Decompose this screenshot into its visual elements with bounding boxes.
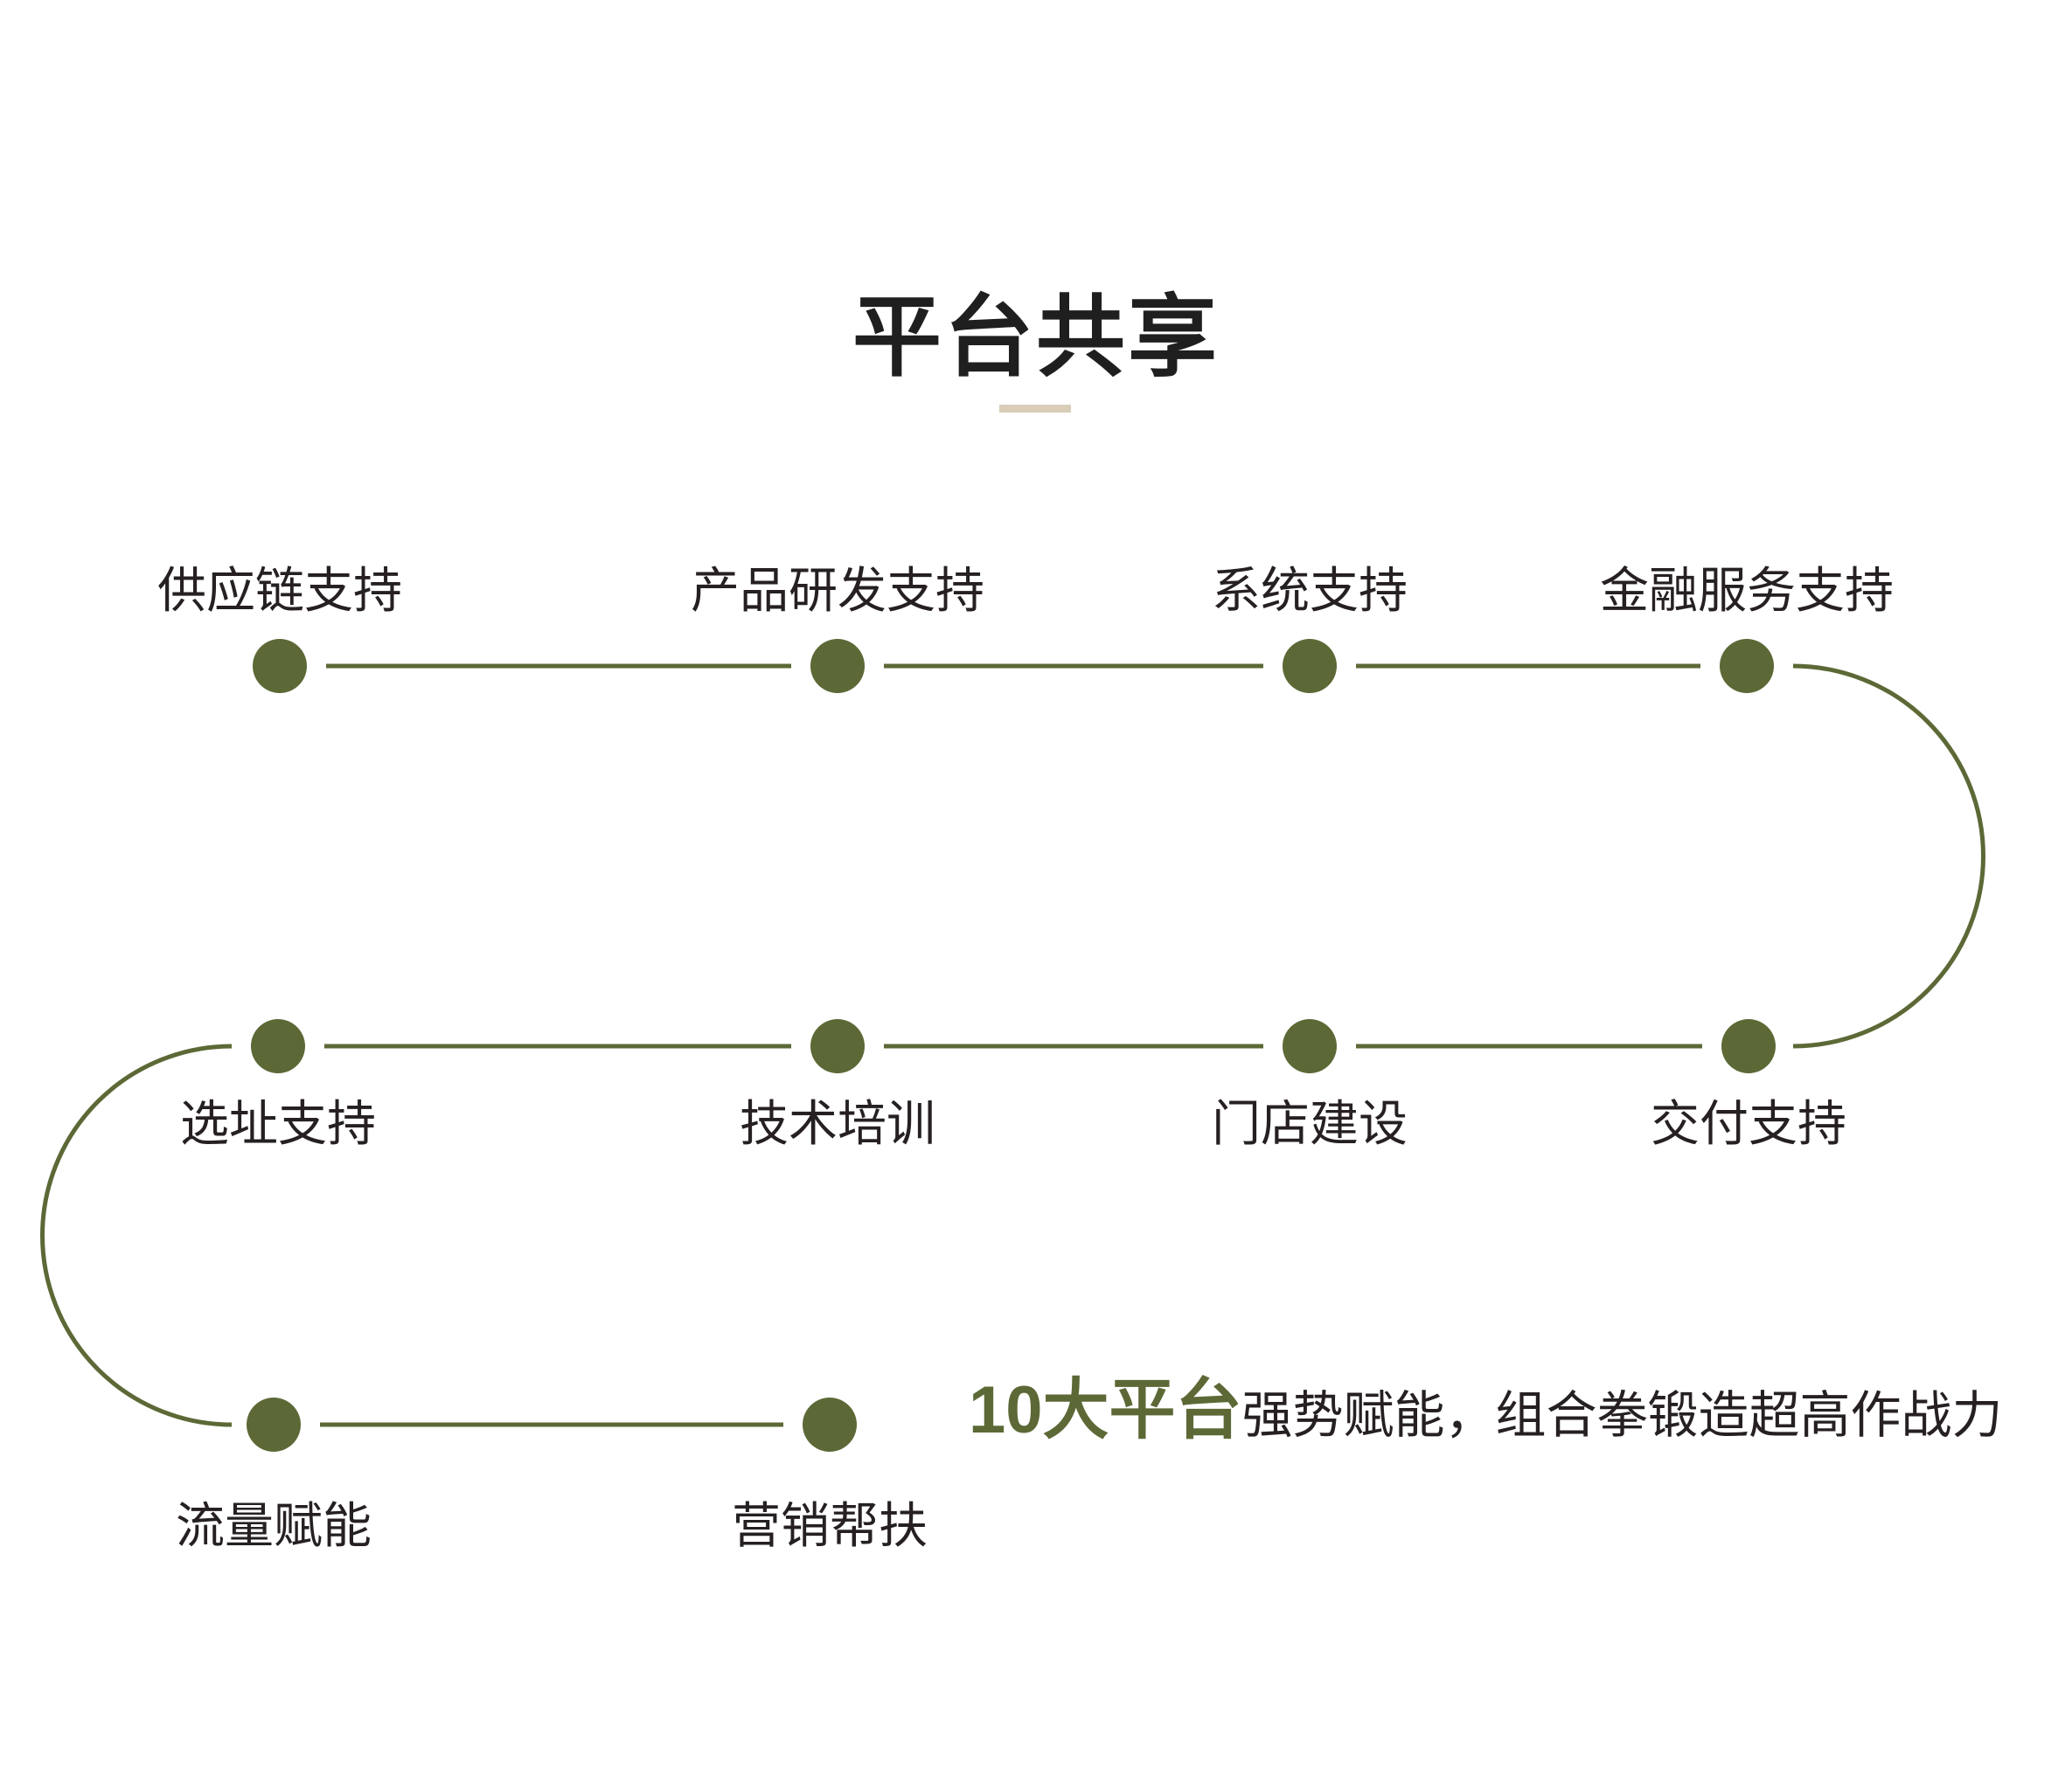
node-label: 系统支持 <box>1212 563 1408 618</box>
node-dot <box>247 1398 301 1452</box>
node-label: 流量赋能 <box>176 1498 372 1553</box>
node-label: 金融服务支持 <box>1600 563 1894 618</box>
node-dot <box>1283 639 1337 693</box>
node-label: 供应链支持 <box>157 563 402 618</box>
node-dot <box>253 639 307 693</box>
node-dot <box>1721 1019 1776 1073</box>
node-label: 营销帮扶 <box>732 1498 928 1553</box>
connector-arc-left <box>40 1044 233 1427</box>
node-dot <box>251 1019 305 1073</box>
node-dot <box>1283 1019 1337 1073</box>
node-label: 交付支持 <box>1651 1096 1846 1151</box>
node-dot <box>803 1398 857 1452</box>
connector-arc-right <box>1792 663 1985 1049</box>
node-label: 选址支持 <box>180 1096 376 1151</box>
node-label: 产品研发支持 <box>691 563 984 618</box>
callout: 10大平台强势赋能，组合拳锻造超高作战力 <box>969 1377 2003 1444</box>
callout-highlight: 10大平台 <box>969 1373 1242 1447</box>
node-dot <box>1720 639 1774 693</box>
node-label: 技术培训 <box>740 1096 935 1151</box>
page-title: 平台共享 <box>852 288 1220 387</box>
node-dot <box>810 639 865 693</box>
node-dot <box>810 1019 865 1073</box>
callout-rest: 强势赋能，组合拳锻造超高作战力 <box>1241 1387 2003 1444</box>
title-underline <box>999 405 1071 413</box>
node-label: 门店建设 <box>1212 1096 1408 1151</box>
